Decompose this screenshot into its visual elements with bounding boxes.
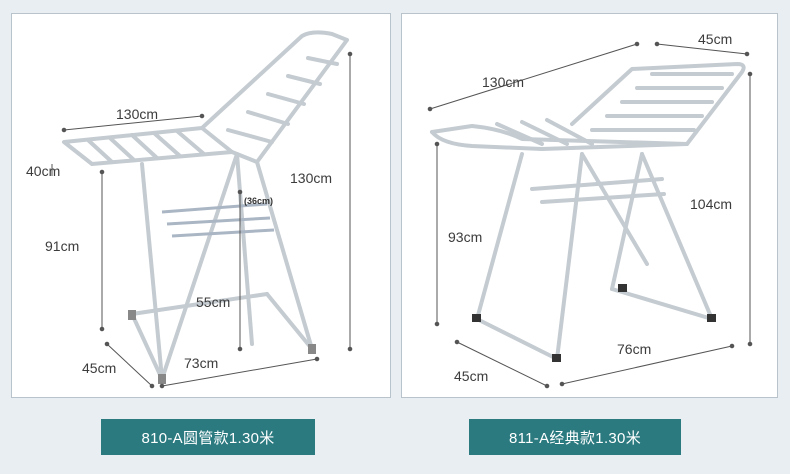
dim-height-811a: 104cm	[690, 196, 733, 212]
dim-base-depth-811a: 45cm	[454, 368, 489, 384]
dim-base-width-810a: 73cm	[184, 355, 219, 371]
dim-top-width-811a: 45cm	[698, 31, 733, 47]
drying-rack-810a-illustration	[51, 30, 353, 389]
dim-lower-height-810a: 55cm	[196, 294, 231, 310]
dim-wing-depth-810a: 40cm	[26, 163, 61, 179]
product-panel-811a: 45cm 130cm 104cm 93cm 76cm 45cm	[401, 13, 778, 398]
dim-base-depth-810a: 45cm	[82, 360, 117, 376]
dim-length-810a: 130cm	[116, 106, 159, 122]
product-label-810a: 810-A圆管款1.30米	[101, 419, 315, 455]
dim-length-811a: 130cm	[482, 74, 525, 90]
dim-base-width-811a: 76cm	[617, 341, 652, 357]
product-label-811a: 811-A经典款1.30米	[469, 419, 681, 455]
dim-gap-810a: (36cm)	[244, 196, 274, 206]
dim-height-810a: 130cm	[290, 170, 333, 186]
dim-side-height-810a: 91cm	[45, 238, 80, 254]
product-panel-810a: 130cm 40cm 130cm (36cm) 91cm 55cm 45cm 7…	[11, 13, 391, 398]
dim-side-height-811a: 93cm	[448, 229, 483, 245]
drying-rack-811a-illustration	[427, 41, 753, 389]
